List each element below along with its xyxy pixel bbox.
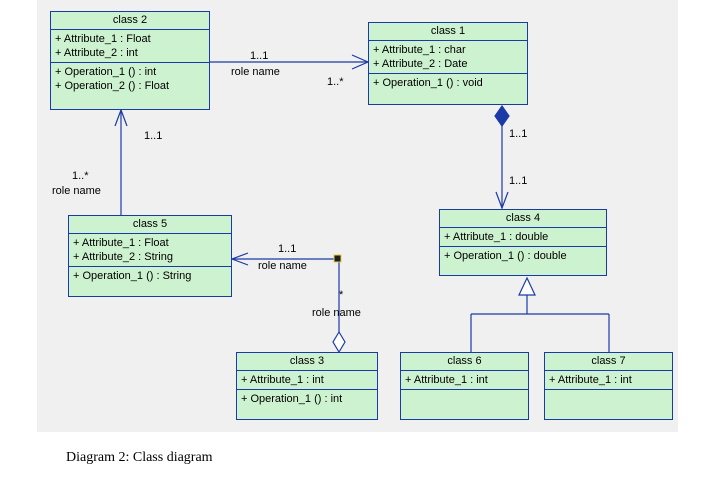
open-arrowhead-icon <box>495 191 509 210</box>
operations-section: + Operation_1 () : String <box>69 267 231 285</box>
open-arrowhead-icon <box>114 108 128 127</box>
operations-section: + Operation_1 () : double <box>440 247 606 265</box>
attribute-row: + Attribute_2 : String <box>73 251 173 263</box>
role-name-label: role name <box>312 307 361 319</box>
filled-diamond-icon <box>494 104 510 128</box>
multiplicity-label: * <box>339 289 344 301</box>
multiplicity-label: 1..* <box>327 76 344 88</box>
hollow-triangle-arrowhead-icon <box>518 276 536 296</box>
operation-row: + Operation_1 () : void <box>373 77 483 89</box>
class-box-class5[interactable]: class 5 + Attribute_1 : Float + Attribut… <box>68 215 232 297</box>
attributes-section: + Attribute_1 : int <box>237 371 377 390</box>
multiplicity-label: 1..* <box>72 170 89 182</box>
attributes-section: + Attribute_1 : double <box>440 228 606 247</box>
class-box-class3[interactable]: class 3 + Attribute_1 : int + Operation_… <box>236 352 378 420</box>
class-name: class 7 <box>545 353 672 371</box>
attributes-section: + Attribute_1 : int <box>401 371 528 390</box>
class-name: class 4 <box>440 210 606 228</box>
operations-section: + Operation_1 () : int + Operation_2 () … <box>51 63 209 95</box>
operation-row: + Operation_1 () : int <box>55 66 157 78</box>
attribute-row: + Attribute_1 : Float <box>73 237 169 249</box>
class-name: class 6 <box>401 353 528 371</box>
multiplicity-label: 1..1 <box>509 128 528 140</box>
operations-section: + Operation_1 () : int <box>237 390 377 408</box>
class-name: class 1 <box>369 23 527 41</box>
attribute-row: + Attribute_1 : int <box>549 374 632 386</box>
attribute-row: + Attribute_2 : Date <box>373 58 468 70</box>
role-name-label: role name <box>52 185 101 197</box>
attribute-row: + Attribute_1 : int <box>405 374 488 386</box>
multiplicity-label: 1..1 <box>509 175 528 187</box>
attributes-section: + Attribute_1 : int <box>545 371 672 390</box>
attribute-row: + Attribute_1 : int <box>241 374 324 386</box>
operation-row: + Operation_2 () : Float <box>55 80 170 92</box>
class-box-class4[interactable]: class 4 + Attribute_1 : double + Operati… <box>439 209 607 276</box>
role-name-label: role name <box>258 260 307 272</box>
class-box-class2[interactable]: class 2 + Attribute_1 : Float + Attribut… <box>50 11 210 110</box>
operation-row: + Operation_1 () : double <box>444 250 567 262</box>
operations-section <box>401 390 528 412</box>
operations-section: + Operation_1 () : void <box>369 74 527 92</box>
operations-section <box>545 390 672 412</box>
generalization-tree <box>470 276 610 352</box>
connector-class1-class4 <box>494 104 510 210</box>
attributes-section: + Attribute_1 : Float + Attribute_2 : St… <box>69 234 231 267</box>
class-box-class6[interactable]: class 6 + Attribute_1 : int <box>400 352 529 420</box>
multiplicity-label: 1..1 <box>278 243 297 255</box>
multiplicity-label: 1..1 <box>144 130 163 142</box>
attribute-row: + Attribute_1 : double <box>444 231 549 243</box>
multiplicity-label: 1..1 <box>250 50 269 62</box>
open-arrowhead-icon <box>230 252 249 266</box>
attribute-row: + Attribute_1 : char <box>373 44 466 56</box>
class-box-class1[interactable]: class 1 + Attribute_1 : char + Attribute… <box>368 22 528 105</box>
attribute-row: + Attribute_2 : int <box>55 47 138 59</box>
attribute-row: + Attribute_1 : Float <box>55 33 151 45</box>
class-box-class7[interactable]: class 7 + Attribute_1 : int <box>544 352 673 420</box>
attributes-section: + Attribute_1 : char + Attribute_2 : Dat… <box>369 41 527 74</box>
class-name: class 3 <box>237 353 377 371</box>
connector-bend-handle <box>333 254 342 263</box>
connector-class5-class2 <box>114 108 128 215</box>
attributes-section: + Attribute_1 : Float + Attribute_2 : in… <box>51 30 209 63</box>
diagram-caption: Diagram 2: Class diagram <box>66 450 213 465</box>
class-name: class 2 <box>51 12 209 30</box>
operation-row: + Operation_1 () : String <box>73 270 192 282</box>
operation-row: + Operation_1 () : int <box>241 393 343 405</box>
class-name: class 5 <box>69 216 231 234</box>
role-name-label: role name <box>231 66 280 78</box>
